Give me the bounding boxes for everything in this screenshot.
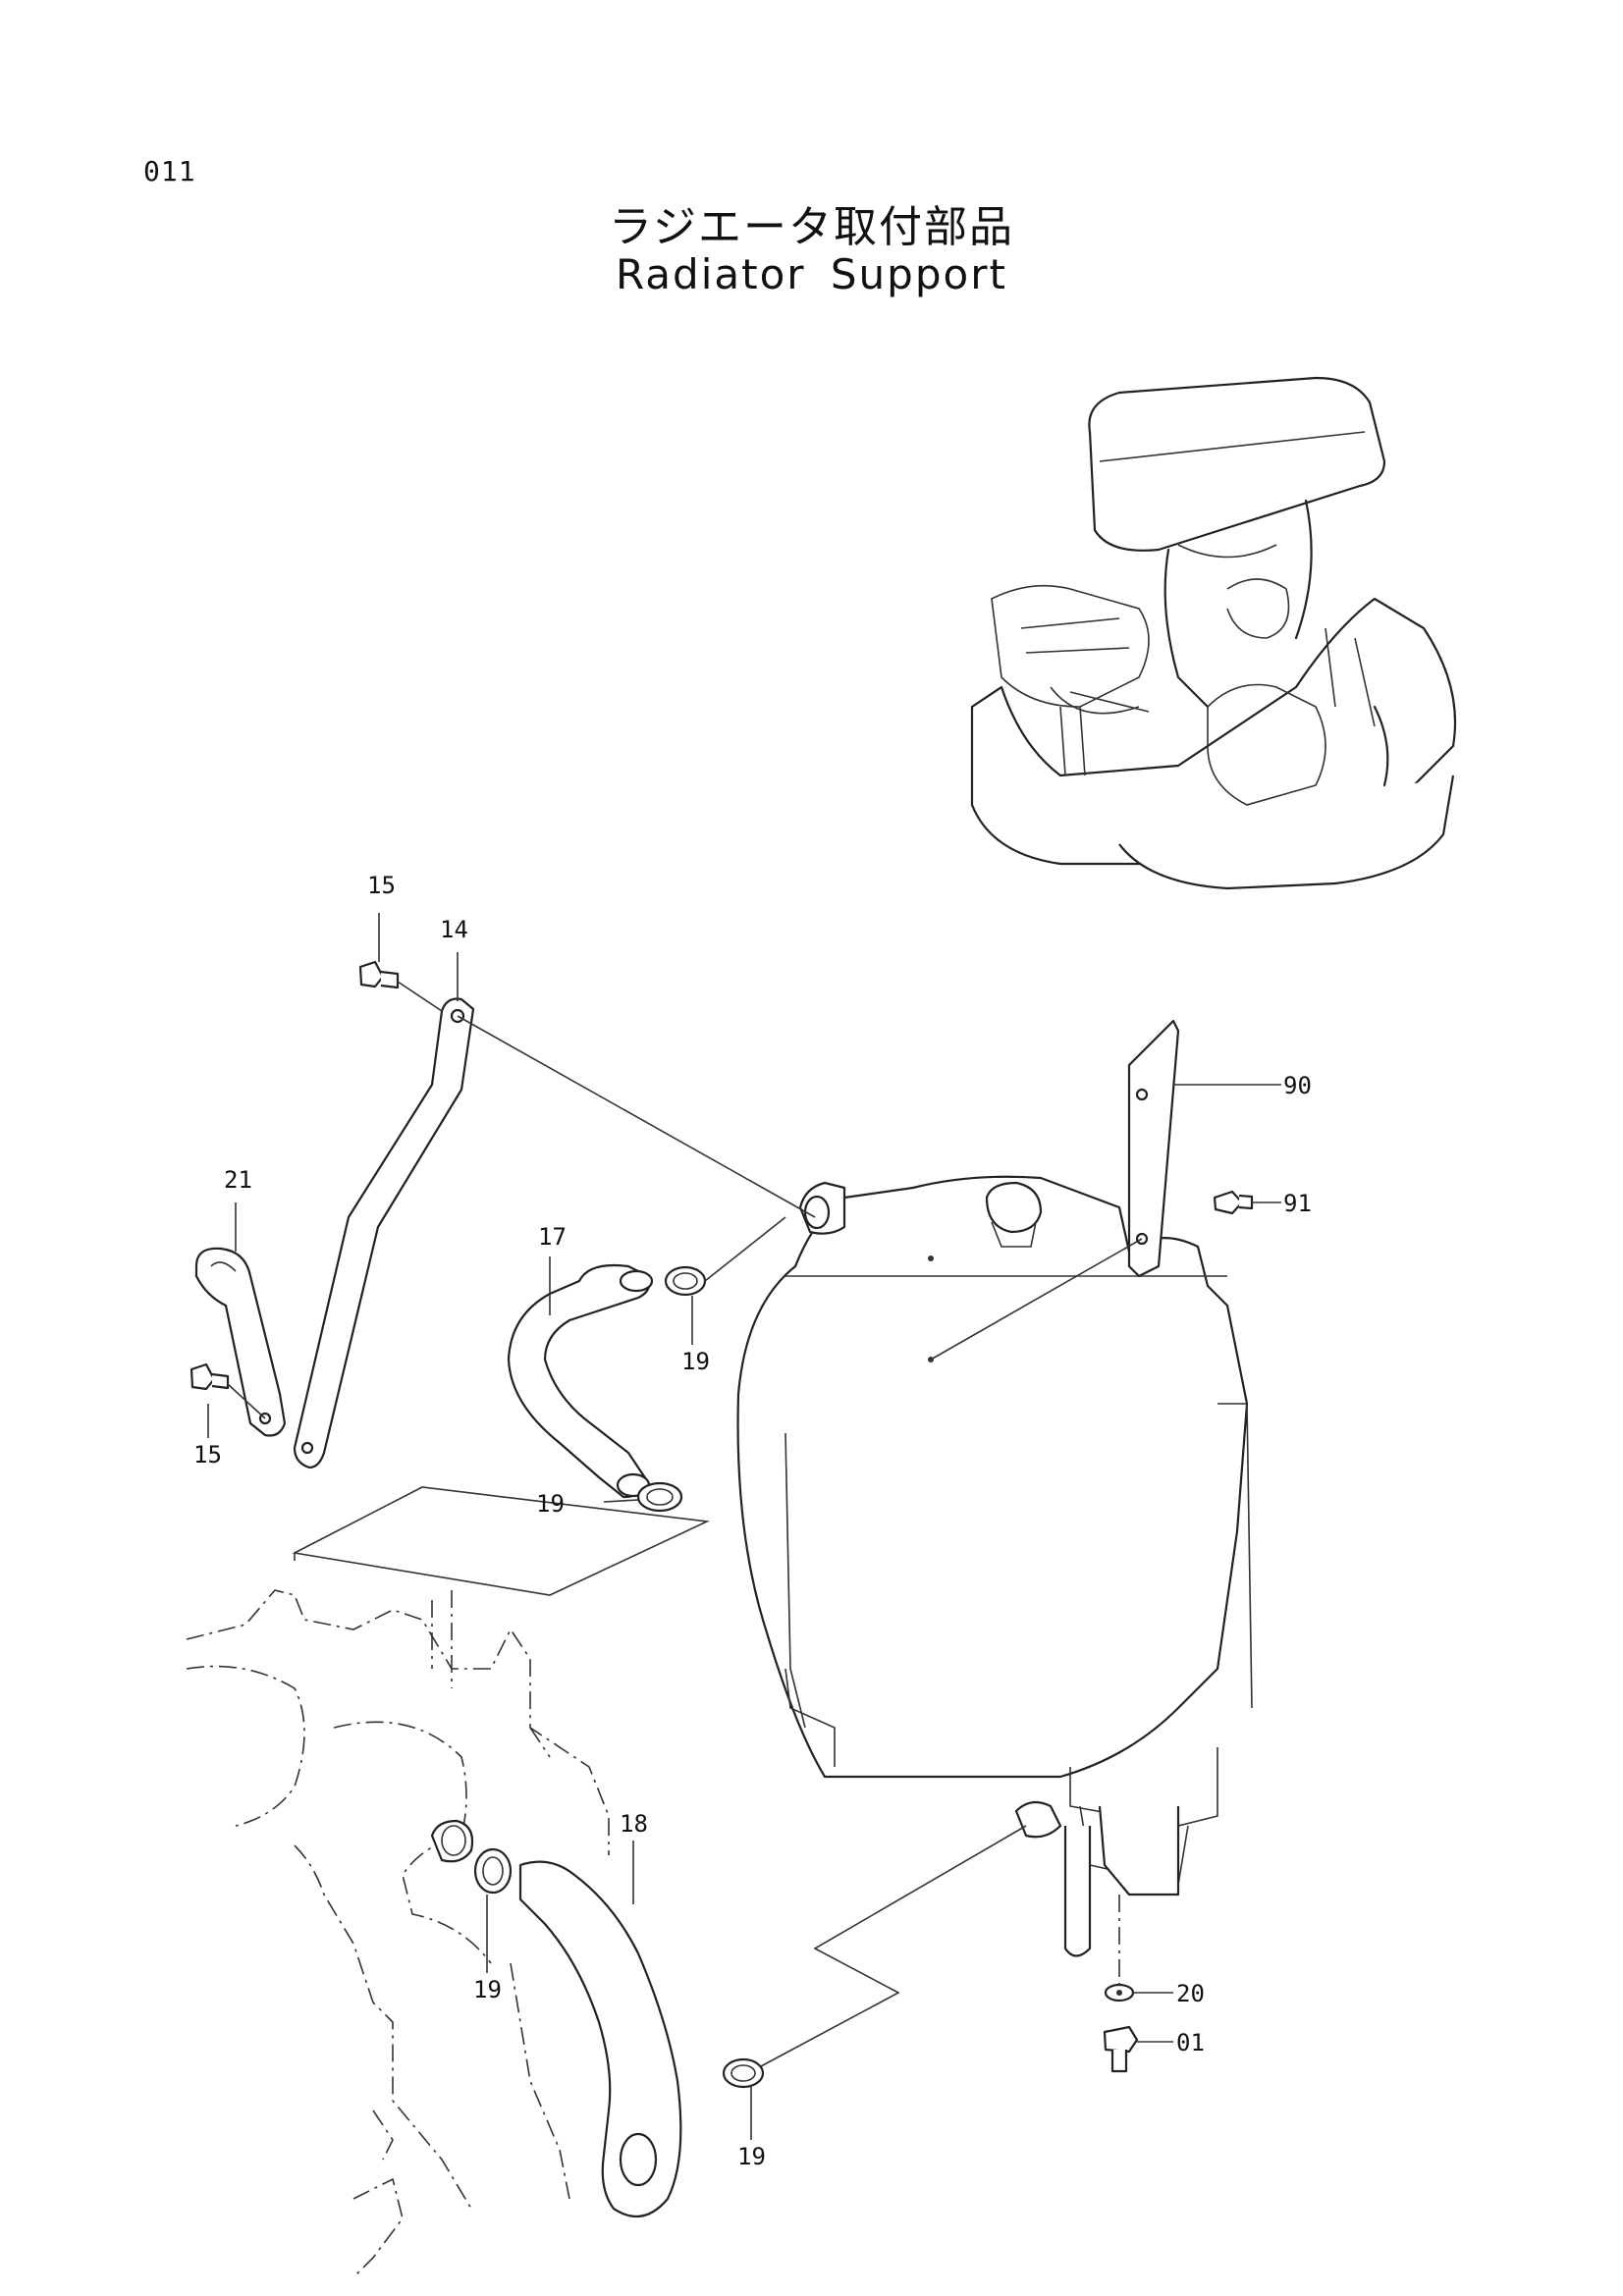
callout-01: 01: [1176, 2029, 1205, 2056]
callout-19-lower-left: 19: [473, 1976, 502, 2003]
callout-19-upper: 19: [681, 1348, 710, 1375]
stay-14: [293, 997, 475, 1469]
machine-overview-illustration: [970, 376, 1457, 890]
clamp-19-lower-right: [722, 2057, 765, 2089]
callout-21: 21: [224, 1166, 252, 1194]
callout-15-top: 15: [367, 872, 396, 899]
leader-lines: [207, 913, 1281, 2140]
clamp-19-upper: [664, 1265, 707, 1297]
bracket-plate-90: [1127, 1019, 1180, 1278]
bolt-15-bottom: [189, 1362, 230, 1391]
page-number: 011: [143, 155, 196, 187]
callout-20: 20: [1176, 1980, 1205, 2007]
callout-19-middle: 19: [536, 1490, 565, 1518]
bolt-01: [1103, 2025, 1139, 2073]
callout-14: 14: [440, 916, 468, 943]
callout-18: 18: [620, 1810, 648, 1838]
clamp-19-lower-left: [473, 1847, 513, 1895]
hose-17: [507, 1263, 654, 1499]
engine-outline-reference: [186, 1589, 610, 2278]
callout-labels: 15 14 21 15 17 19 19 90 91 18 19 19 20 0…: [193, 872, 1312, 2170]
clamp-19-middle: [636, 1481, 683, 1513]
page-title-english: Radiator Support: [616, 250, 1007, 298]
bracket-21: [194, 1247, 287, 1437]
callout-15-bottom: 15: [193, 1441, 222, 1468]
bolt-15-top: [358, 960, 400, 989]
callout-91: 91: [1283, 1190, 1312, 1217]
page-title-japanese: ラジエータ取付部品: [608, 202, 1015, 252]
callout-19-lower-right: 19: [737, 2143, 766, 2170]
bolt-91: [1213, 1190, 1254, 1215]
callout-90: 90: [1283, 1072, 1312, 1099]
hose-18: [518, 1860, 682, 2218]
radiator-assembly: [736, 1175, 1253, 1957]
washer-20: [1104, 1983, 1135, 2002]
callout-17: 17: [538, 1223, 567, 1251]
